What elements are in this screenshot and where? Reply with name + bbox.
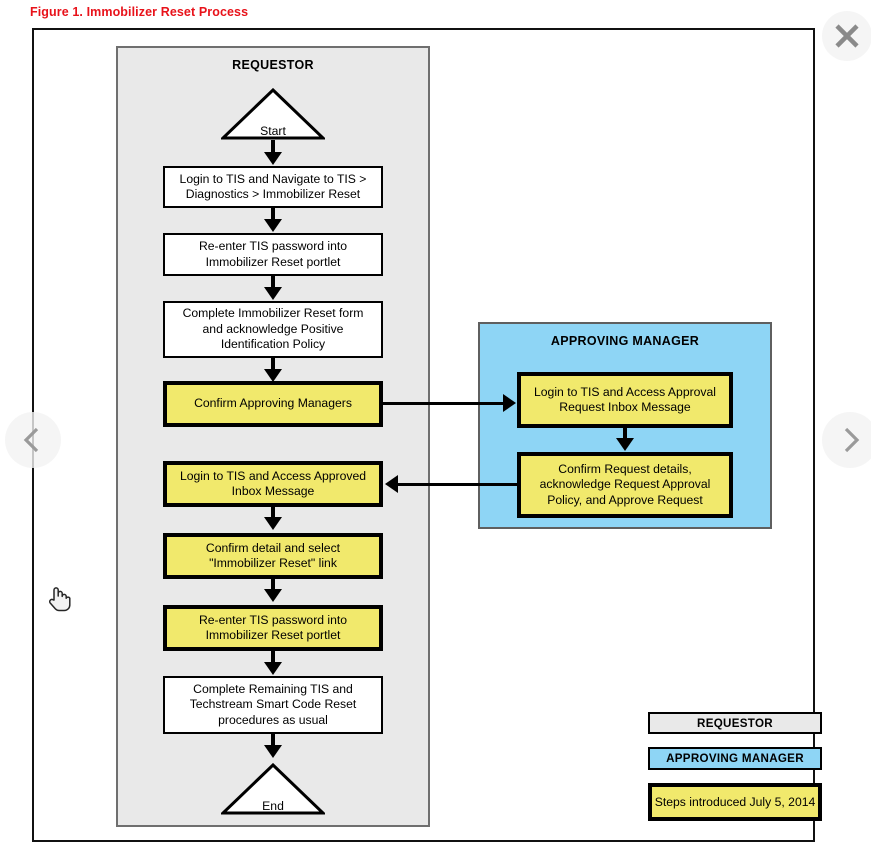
step-manager-approve-label: Confirm Request details, acknowledge Req…: [539, 461, 711, 507]
connector-step5-step6: [271, 507, 275, 523]
step-access-approved-inbox-label: Login to TIS and Access Approved Inbox M…: [179, 468, 367, 499]
legend-item-requestor: REQUESTOR: [648, 712, 822, 734]
arrowhead-left: [385, 475, 398, 493]
arrowhead-down: [264, 287, 282, 300]
connector-step8-end: [271, 734, 275, 751]
step-reenter-password-2-label: Re-enter TIS password into Immobilizer R…: [198, 612, 348, 643]
arrowhead-down: [264, 517, 282, 530]
step-login-navigate-label: Login to TIS and Navigate to TIS > Diagn…: [179, 171, 367, 202]
step-complete-form[interactable]: Complete Immobilizer Reset form and ackn…: [163, 301, 383, 358]
arrowhead-down: [264, 662, 282, 675]
arrowhead-down: [616, 438, 634, 451]
connector-manager1-manager2: [623, 428, 627, 444]
close-button[interactable]: [822, 11, 871, 61]
arrowhead-down: [264, 219, 282, 232]
legend-item-new-steps: Steps introduced July 5, 2014: [648, 783, 822, 821]
connector-to-manager: [383, 402, 509, 405]
step-manager-approve[interactable]: Confirm Request details, acknowledge Req…: [517, 452, 733, 518]
connector-step7-step8: [271, 651, 275, 669]
swimlane-manager-title: APPROVING MANAGER: [550, 334, 700, 348]
connector-step2-step3: [271, 276, 275, 293]
legend: REQUESTOR APPROVING MANAGER Steps introd…: [648, 712, 822, 821]
step-reenter-password-1-label: Re-enter TIS password into Immobilizer R…: [198, 239, 348, 269]
terminator-end-label: End: [262, 799, 284, 813]
step-confirm-approving-managers-label: Confirm Approving Managers: [194, 396, 352, 411]
step-manager-login-inbox-label: Login to TIS and Access Approval Request…: [533, 384, 717, 415]
previous-image-button[interactable]: [5, 412, 61, 468]
arrowhead-down: [264, 589, 282, 602]
arrowhead-right: [503, 394, 516, 412]
swimlane-requestor-title: REQUESTOR: [232, 58, 314, 72]
legend-item-manager-label: APPROVING MANAGER: [666, 752, 804, 765]
step-manager-login-inbox[interactable]: Login to TIS and Access Approval Request…: [517, 372, 733, 428]
step-confirm-detail-select-link-label: Confirm detail and select "Immobilizer R…: [205, 540, 341, 571]
step-complete-form-label: Complete Immobilizer Reset form and ackn…: [182, 306, 364, 352]
legend-item-new-steps-label: Steps introduced July 5, 2014: [654, 794, 816, 809]
legend-item-manager: APPROVING MANAGER: [648, 747, 822, 770]
mouse-cursor-pointer: [46, 583, 72, 613]
terminator-end: End: [221, 763, 325, 815]
step-reenter-password-1[interactable]: Re-enter TIS password into Immobilizer R…: [163, 233, 383, 276]
arrowhead-down: [264, 369, 282, 382]
terminator-start-label: Start: [260, 124, 286, 138]
step-complete-remaining[interactable]: Complete Remaining TIS and Techstream Sm…: [163, 676, 383, 734]
connector-step3-step4: [271, 358, 275, 375]
chevron-left-icon: [23, 427, 39, 453]
step-login-navigate[interactable]: Login to TIS and Navigate to TIS > Diagn…: [163, 166, 383, 208]
legend-item-requestor-label: REQUESTOR: [697, 716, 773, 730]
connector-step6-step7: [271, 579, 275, 595]
connector-start-step1: [271, 140, 275, 158]
step-confirm-detail-select-link[interactable]: Confirm detail and select "Immobilizer R…: [163, 533, 383, 579]
close-icon: [835, 24, 859, 48]
connector-to-requestor: [398, 483, 519, 486]
step-complete-remaining-label: Complete Remaining TIS and Techstream Sm…: [189, 681, 357, 727]
step-access-approved-inbox[interactable]: Login to TIS and Access Approved Inbox M…: [163, 461, 383, 507]
chevron-right-icon: [844, 427, 860, 453]
figure-caption: Figure 1. Immobilizer Reset Process: [30, 5, 249, 19]
step-reenter-password-2[interactable]: Re-enter TIS password into Immobilizer R…: [163, 605, 383, 651]
step-confirm-approving-managers[interactable]: Confirm Approving Managers: [163, 381, 383, 427]
arrowhead-down: [264, 745, 282, 758]
connector-step1-step2: [271, 208, 275, 225]
next-image-button[interactable]: [822, 412, 871, 468]
arrowhead-down: [264, 152, 282, 165]
terminator-start: Start: [221, 88, 325, 140]
